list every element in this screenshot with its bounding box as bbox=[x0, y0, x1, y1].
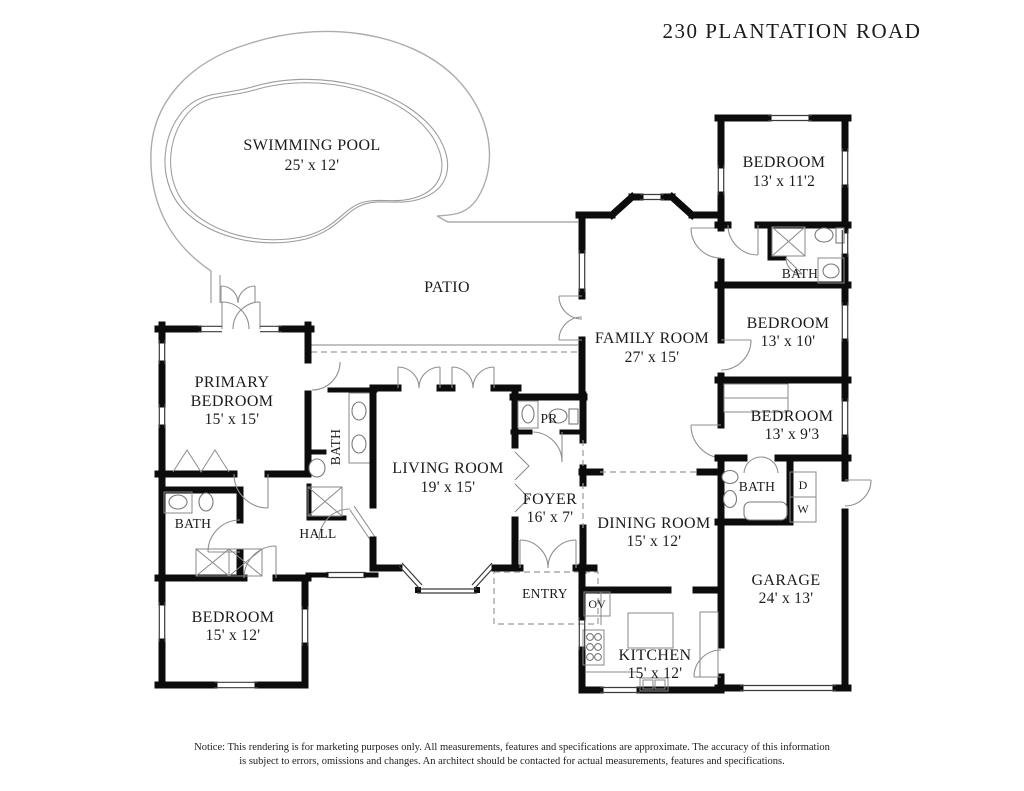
oven-label: OV bbox=[588, 597, 606, 611]
primary-bedroom-label-1: PRIMARY bbox=[195, 374, 270, 391]
laundry-bath-fixtures bbox=[721, 383, 817, 523]
notice-line-1: Notice: This rendering is for marketing … bbox=[194, 742, 830, 753]
bedroom-ne-dims: 13' x 11'2 bbox=[753, 173, 815, 190]
bath-sw-label: BATH bbox=[175, 516, 211, 531]
kitchen-dims: 15' x 12' bbox=[628, 665, 683, 682]
bedroom-e-mid-dims: 13' x 10' bbox=[761, 333, 816, 350]
kitchen-label: KITCHEN bbox=[618, 647, 691, 664]
primary-bedroom-dims: 15' x 15' bbox=[205, 411, 260, 428]
swimming-pool-shape bbox=[150, 30, 491, 304]
hall-label: HALL bbox=[299, 526, 336, 541]
notice-line-2: is subject to errors, omissions and chan… bbox=[239, 756, 785, 767]
living-room-walls bbox=[369, 366, 530, 594]
plan-title: 230 PLANTATION ROAD bbox=[663, 19, 922, 43]
primary-bedroom-label-2: BEDROOM bbox=[191, 393, 274, 410]
bedroom-sw-label: BEDROOM bbox=[192, 609, 275, 626]
left-wing-doors bbox=[172, 301, 376, 579]
living-room-dims: 19' x 15' bbox=[421, 479, 476, 496]
bedroom-sw-dims: 15' x 12' bbox=[206, 627, 261, 644]
foyer-label: FOYER bbox=[523, 491, 577, 508]
dining-room-dims: 15' x 12' bbox=[627, 533, 682, 550]
bath-laundry-label: BATH bbox=[739, 479, 775, 494]
dining-room-label: DINING ROOM bbox=[597, 515, 710, 532]
pool-dims: 25' x 12' bbox=[285, 157, 340, 174]
bedroom-e-low-label: BEDROOM bbox=[751, 408, 834, 425]
bath-primary-label: BATH bbox=[328, 429, 343, 465]
center-walls bbox=[558, 114, 752, 694]
bedroom-e-mid-label: BEDROOM bbox=[747, 315, 830, 332]
garage-label: GARAGE bbox=[751, 572, 820, 589]
washer-label: W bbox=[797, 502, 809, 516]
left-wing-walls bbox=[154, 321, 379, 689]
right-wing-walls bbox=[714, 114, 872, 692]
powder-room-label: PR bbox=[540, 411, 557, 426]
living-room-label: LIVING ROOM bbox=[392, 460, 504, 477]
dryer-label: D bbox=[799, 478, 808, 492]
garage-dims: 24' x 13' bbox=[759, 590, 814, 607]
family-room-dims: 27' x 15' bbox=[625, 349, 680, 366]
bath-ne-fixtures bbox=[767, 222, 845, 284]
bedroom-ne-label: BEDROOM bbox=[743, 154, 826, 171]
entry-label: ENTRY bbox=[522, 586, 568, 601]
patio-label: PATIO bbox=[424, 279, 470, 296]
foyer-dims: 16' x 7' bbox=[527, 509, 574, 526]
bath-sw-fixtures bbox=[163, 491, 214, 514]
windows bbox=[158, 114, 849, 694]
kitchen-fixtures bbox=[582, 591, 719, 692]
bath-ne-label: BATH bbox=[782, 266, 818, 281]
bedroom-e-low-dims: 13' x 9'3 bbox=[765, 426, 820, 443]
pool-label: SWIMMING POOL bbox=[243, 137, 380, 154]
family-room-label: FAMILY ROOM bbox=[595, 330, 709, 347]
primary-bath-fixtures bbox=[305, 361, 378, 521]
patio-boundary bbox=[311, 215, 578, 353]
